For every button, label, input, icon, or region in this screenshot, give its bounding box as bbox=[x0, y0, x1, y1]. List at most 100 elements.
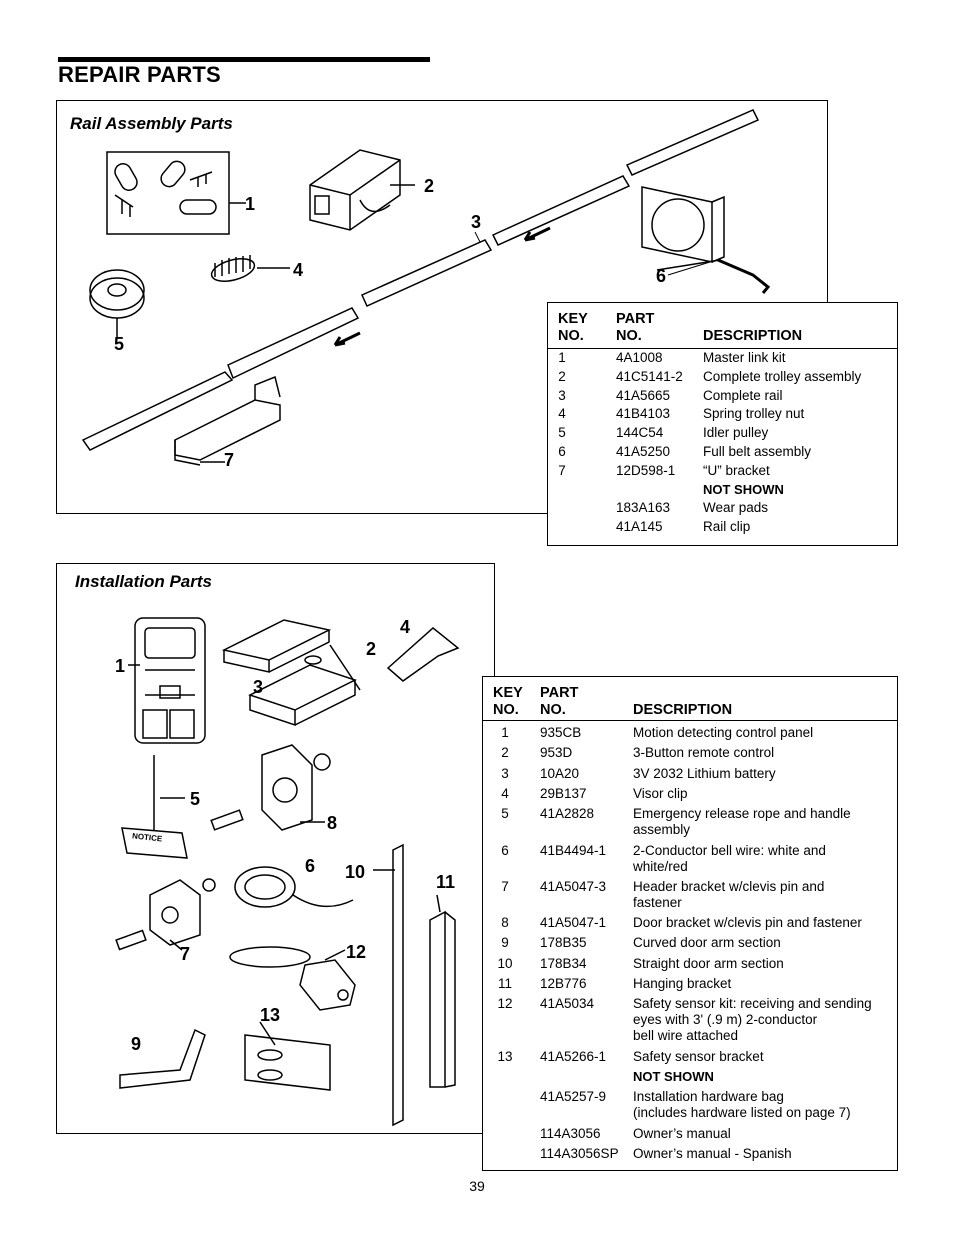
key-no: 5 bbox=[558, 425, 566, 441]
header-bracket-illustration bbox=[115, 878, 216, 951]
key-no: 2 bbox=[501, 745, 509, 761]
rail-section-title: Rail Assembly Parts bbox=[70, 114, 233, 133]
part-no: 953D bbox=[540, 745, 573, 761]
spring-nut-illustration bbox=[210, 255, 290, 282]
u-bracket-illustration bbox=[174, 375, 281, 466]
part-no: 41A5250 bbox=[616, 444, 671, 459]
rail-callout-3: 3 bbox=[471, 212, 482, 232]
description: Idler pulley bbox=[703, 425, 769, 441]
key-no: 11 bbox=[497, 976, 512, 991]
part-no: 41A145 bbox=[616, 519, 663, 535]
part-no: 41A2828 bbox=[540, 806, 595, 822]
description: Door bracket w/clevis pin and fastener bbox=[633, 915, 862, 931]
description: Rail clip bbox=[703, 519, 751, 535]
rail-callout-7: 7 bbox=[224, 450, 235, 470]
description: Straight door arm section bbox=[633, 955, 784, 971]
idler-pulley-illustration bbox=[89, 269, 145, 338]
rail-callout-5: 5 bbox=[114, 334, 125, 354]
install-section-title: Installation Parts bbox=[75, 572, 212, 591]
description: Header bracket w/clevis pin and fastener bbox=[633, 878, 825, 910]
description: 3V 2032 Lithium battery bbox=[633, 765, 776, 781]
key-no: 8 bbox=[501, 915, 509, 931]
description: Installation hardware bag (includes hard… bbox=[633, 1089, 851, 1121]
part-no: 178B34 bbox=[540, 955, 587, 971]
install-callout-4: 4 bbox=[400, 617, 411, 637]
title-rule bbox=[58, 57, 430, 62]
key-no: 4 bbox=[558, 406, 566, 422]
description: Spring trolley nut bbox=[703, 406, 805, 422]
bell-wire-illustration bbox=[234, 866, 354, 908]
page-number: 39 bbox=[469, 1178, 485, 1194]
description: Curved door arm section bbox=[633, 935, 781, 951]
description: NOT SHOWN bbox=[633, 1068, 714, 1084]
key-no: 12 bbox=[497, 996, 513, 1012]
part-no: 4A1008 bbox=[616, 350, 663, 365]
description: Motion detecting control panel bbox=[633, 725, 814, 740]
description: Hanging bracket bbox=[633, 976, 732, 991]
key-no: 10 bbox=[497, 955, 513, 971]
part-no: 183A163 bbox=[616, 500, 671, 516]
description: NOT SHOWN bbox=[703, 481, 784, 497]
part-no: 41A5034 bbox=[540, 996, 595, 1012]
install-callout-10: 10 bbox=[345, 862, 366, 882]
install-callout-9: 9 bbox=[131, 1034, 142, 1054]
key-no: 6 bbox=[501, 842, 509, 858]
part-no: 41A5047-3 bbox=[540, 878, 607, 894]
part-no: 41A5047-1 bbox=[540, 915, 607, 931]
part-no: 41B4103 bbox=[616, 406, 671, 422]
description: Visor clip bbox=[633, 785, 688, 801]
description: 2-Conductor bell wire: white and white/r… bbox=[633, 842, 826, 874]
rail-callout-4: 4 bbox=[293, 260, 304, 280]
key-no: 1 bbox=[501, 725, 509, 740]
key-no: 3 bbox=[558, 387, 566, 403]
key-no: 9 bbox=[501, 935, 509, 951]
page-title: REPAIR PARTS bbox=[58, 62, 221, 87]
description: Owner’s manual bbox=[633, 1125, 731, 1141]
rail-callout-1: 1 bbox=[245, 194, 256, 214]
part-no: 935CB bbox=[540, 725, 582, 740]
control-panel-illustration bbox=[128, 617, 206, 744]
hanging-bracket-illustration bbox=[429, 894, 456, 1088]
description: 3-Button remote control bbox=[633, 745, 775, 761]
description: Master link kit bbox=[703, 350, 786, 365]
key-no: 7 bbox=[501, 878, 509, 894]
key-no: 4 bbox=[501, 785, 509, 801]
install-header-key: KEY NO. bbox=[493, 685, 523, 718]
rail-header-desc: DESCRIPTION bbox=[703, 328, 803, 344]
trolley-illustration bbox=[309, 149, 415, 231]
install-header-desc: DESCRIPTION bbox=[633, 702, 733, 718]
part-no: 29B137 bbox=[540, 785, 587, 801]
key-no: 3 bbox=[501, 765, 509, 781]
install-callout-5: 5 bbox=[190, 789, 201, 809]
sensor-bracket-illustration bbox=[244, 1021, 331, 1091]
install-callout-8: 8 bbox=[327, 813, 338, 833]
install-callout-2: 2 bbox=[366, 639, 377, 659]
part-no: 114A3056SP bbox=[540, 1145, 619, 1161]
description: Complete rail bbox=[703, 387, 783, 403]
part-no: 41A5257-9 bbox=[540, 1089, 607, 1105]
rail-header-key: KEY NO. bbox=[558, 311, 588, 344]
key-no: 5 bbox=[501, 806, 509, 822]
key-no: 6 bbox=[558, 444, 566, 459]
install-callout-12: 12 bbox=[346, 942, 367, 962]
rail-header-rule bbox=[548, 348, 897, 349]
part-no: 178B35 bbox=[540, 935, 587, 951]
part-no: 12D598-1 bbox=[616, 462, 676, 478]
description: Emergency release rope and handle assemb… bbox=[633, 806, 851, 838]
part-no: 41B4494-1 bbox=[540, 842, 607, 858]
key-no: 2 bbox=[558, 368, 566, 384]
description: Complete trolley assembly bbox=[703, 368, 862, 384]
rail-segments-illustration bbox=[81, 109, 760, 451]
install-header-part: PART NO. bbox=[540, 685, 579, 718]
install-callout-13: 13 bbox=[260, 1005, 281, 1025]
curved-door-arm-illustration bbox=[119, 1028, 206, 1089]
part-no: 41A5266-1 bbox=[540, 1048, 607, 1064]
rope-handle-illustration bbox=[121, 755, 188, 859]
description: Wear pads bbox=[703, 500, 769, 516]
part-no: 144C54 bbox=[616, 425, 664, 441]
install-callout-3: 3 bbox=[253, 677, 264, 697]
visor-clip-illustration bbox=[386, 627, 460, 682]
straight-door-arm-illustration bbox=[373, 843, 404, 1127]
